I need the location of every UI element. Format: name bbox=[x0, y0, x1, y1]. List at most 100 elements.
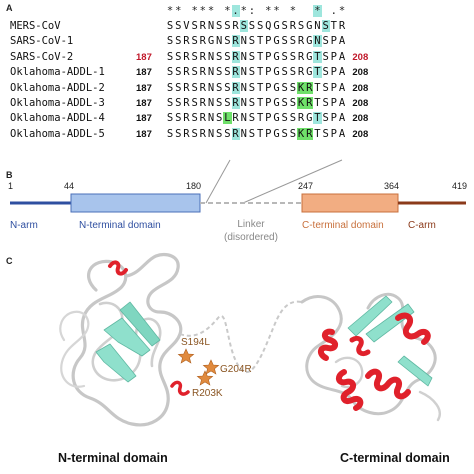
residue: T bbox=[314, 81, 321, 94]
mutation-star-r203k bbox=[196, 370, 214, 386]
c-helix-1 bbox=[318, 328, 338, 361]
residue: S bbox=[175, 35, 182, 48]
connector-line-right bbox=[242, 159, 343, 204]
residue: S bbox=[297, 20, 305, 32]
residue: S bbox=[322, 50, 329, 63]
end-position: 208 bbox=[352, 82, 369, 94]
n-helix-top bbox=[108, 260, 128, 276]
residue: R bbox=[183, 81, 190, 94]
residue: N bbox=[313, 35, 322, 48]
residue: S bbox=[248, 50, 256, 63]
tick-label-44: 44 bbox=[64, 181, 74, 191]
residue: P bbox=[330, 112, 337, 125]
sequence-name: Oklahoma-ADDL-5 bbox=[10, 127, 105, 140]
residue: R bbox=[183, 112, 190, 125]
end-position: 208 bbox=[352, 128, 369, 140]
residue: S bbox=[175, 81, 182, 94]
residue: S bbox=[281, 35, 288, 48]
start-position: 187 bbox=[136, 113, 152, 125]
residue: S bbox=[248, 66, 256, 79]
residue: P bbox=[265, 81, 272, 94]
conservation-mark: * bbox=[313, 5, 322, 17]
c-helix-4 bbox=[395, 312, 431, 345]
residue: P bbox=[265, 97, 272, 109]
residue: N bbox=[240, 81, 247, 94]
mutation-label-g204r: G204R bbox=[220, 364, 252, 375]
sequence-name: Oklahoma-ADDL-2 bbox=[10, 81, 105, 94]
residue: S bbox=[281, 112, 288, 125]
residue: N bbox=[207, 50, 215, 63]
end-position: 208 bbox=[352, 113, 369, 125]
residue: A bbox=[338, 50, 346, 63]
residue: N bbox=[240, 50, 247, 63]
residue: G bbox=[273, 81, 280, 94]
residue: S bbox=[224, 81, 231, 94]
conservation-mark: * bbox=[240, 5, 247, 17]
residue: S bbox=[166, 81, 174, 94]
residue: L bbox=[223, 112, 232, 125]
residue: A bbox=[338, 35, 346, 48]
residue: R bbox=[199, 127, 206, 140]
conservation-mark: . bbox=[330, 5, 337, 17]
start-position: 187 bbox=[136, 82, 152, 94]
residue: S bbox=[216, 127, 223, 140]
residue: R bbox=[199, 20, 206, 32]
mutation-star-s194l bbox=[177, 348, 195, 364]
residue: N bbox=[207, 112, 215, 125]
conservation-mark: * bbox=[175, 5, 182, 17]
linker-sublabel: (disordered) bbox=[224, 232, 278, 243]
residue: S bbox=[216, 20, 223, 32]
sequence-name: MERS-CoV bbox=[10, 20, 61, 32]
residue: S bbox=[256, 20, 264, 32]
residue: S bbox=[166, 127, 174, 140]
c-terminal-domain-box bbox=[301, 193, 399, 213]
start-position: 187 bbox=[136, 128, 152, 140]
residue: S bbox=[175, 112, 182, 125]
residue: S bbox=[289, 112, 297, 125]
residue: S bbox=[248, 127, 256, 140]
residue: S bbox=[216, 112, 223, 125]
n-terminal-structure-label: N-terminal domain bbox=[58, 451, 168, 465]
residue: G bbox=[306, 112, 313, 125]
residue: P bbox=[265, 66, 272, 79]
residue: S bbox=[191, 66, 198, 79]
residue: P bbox=[330, 127, 337, 140]
residue: T bbox=[313, 66, 322, 79]
residue: S bbox=[175, 50, 182, 63]
residue: S bbox=[281, 20, 288, 32]
end-position: 208 bbox=[352, 98, 369, 109]
start-position: 187 bbox=[136, 51, 152, 63]
residue: R bbox=[199, 50, 206, 63]
conservation-mark: * bbox=[224, 5, 231, 17]
residue: S bbox=[248, 81, 256, 94]
residue: N bbox=[240, 66, 247, 79]
n-beta-sheet-1 bbox=[103, 317, 151, 357]
residue: G bbox=[306, 20, 313, 32]
residue: S bbox=[166, 35, 174, 48]
residue: R bbox=[305, 97, 314, 109]
residue: P bbox=[265, 127, 272, 140]
residue: S bbox=[322, 35, 329, 48]
conservation-line: ** *** *.*: ** * * .* bbox=[166, 5, 346, 17]
sequence-name: SARS-CoV-1 bbox=[10, 35, 74, 48]
start-position: 187 bbox=[136, 67, 152, 79]
residue: R bbox=[183, 97, 190, 109]
residue: T bbox=[256, 97, 264, 109]
conservation-mark: * bbox=[166, 5, 174, 17]
residue: R bbox=[232, 20, 239, 32]
residue: K bbox=[297, 127, 306, 140]
n-terminal-domain-box bbox=[70, 193, 201, 213]
residue: R bbox=[297, 66, 305, 79]
tick-label-247: 247 bbox=[298, 181, 313, 191]
residue: G bbox=[273, 50, 280, 63]
tick-label-364: 364 bbox=[384, 181, 399, 191]
residue: G bbox=[306, 66, 313, 79]
mutation-star-g204r bbox=[202, 359, 220, 375]
c-beta-sheet-1 bbox=[347, 295, 393, 337]
residue: N bbox=[207, 127, 215, 140]
residue: N bbox=[240, 127, 247, 140]
residue: N bbox=[314, 20, 321, 32]
